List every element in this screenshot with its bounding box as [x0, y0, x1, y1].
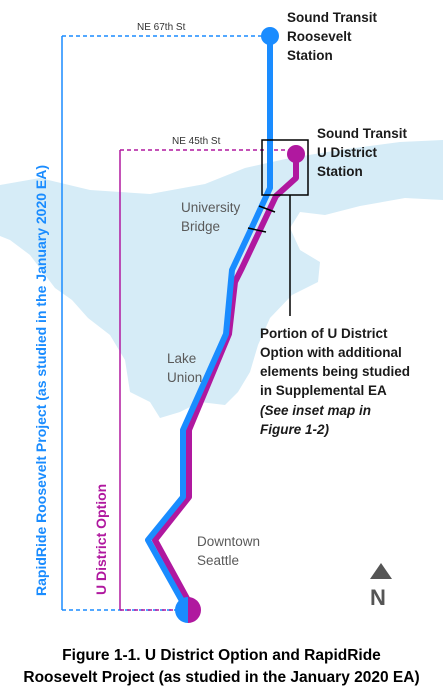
street-label-ne-67th: NE 67th St [137, 22, 186, 33]
svg-text:Option with additional: Option with additional [260, 345, 402, 360]
svg-text:(See inset map in: (See inset map in [260, 403, 371, 418]
rapidride-route-label: RapidRide Roosevelt Project (as studied … [33, 165, 49, 596]
caption-line-2: Roosevelt Project (as studied in the Jan… [23, 669, 420, 686]
u-district-bracket [119, 149, 296, 611]
downtown-seattle-label: Downtown Seattle [197, 534, 260, 568]
svg-text:Bridge: Bridge [181, 219, 220, 234]
svg-text:U District: U District [317, 145, 378, 160]
svg-text:Station: Station [317, 164, 363, 179]
roosevelt-station-label: Sound Transit Roosevelt Station [287, 10, 378, 63]
supplemental-ea-note: Portion of U District Option with additi… [260, 326, 410, 437]
svg-text:Portion of U District: Portion of U District [260, 326, 388, 341]
route-tick [247, 227, 267, 233]
svg-text:Sound Transit: Sound Transit [287, 10, 378, 25]
svg-text:Station: Station [287, 48, 333, 63]
roosevelt-station-marker [261, 27, 279, 45]
svg-text:Downtown: Downtown [197, 534, 260, 549]
svg-text:Figure 1-2): Figure 1-2) [260, 422, 330, 437]
inset-box [261, 139, 309, 196]
svg-text:University: University [181, 200, 241, 215]
route-tick [258, 205, 276, 213]
svg-text:in Supplemental EA: in Supplemental EA [260, 383, 387, 398]
svg-text:elements being studied: elements being studied [260, 364, 410, 379]
caption-line-1: Figure 1-1. U District Option and RapidR… [62, 647, 381, 664]
university-bridge-label: University Bridge [181, 200, 241, 234]
svg-text:Sound Transit: Sound Transit [317, 126, 408, 141]
u-district-route-label: U District Option [93, 484, 109, 595]
water-body [0, 140, 443, 418]
svg-text:Roosevelt: Roosevelt [287, 29, 352, 44]
svg-text:Seattle: Seattle [197, 553, 239, 568]
u-district-station-label: Sound Transit U District Station [317, 126, 408, 179]
north-arrow: N [370, 563, 392, 610]
street-label-ne-45th: NE 45th St [172, 136, 221, 147]
svg-text:Union: Union [167, 370, 202, 385]
rapidride-route [145, 36, 273, 610]
svg-text:N: N [370, 585, 386, 610]
downtown-terminus-marker [175, 597, 201, 623]
svg-text:Lake: Lake [167, 351, 196, 366]
figure-caption: Figure 1-1. U District Option and RapidR… [0, 645, 443, 689]
u-district-route [152, 150, 299, 606]
route-map: NE 67th St NE 45th St Sound Transit Roos… [0, 10, 443, 623]
lake-union-label: Lake Union [167, 351, 202, 385]
u-district-station-marker [287, 145, 305, 163]
